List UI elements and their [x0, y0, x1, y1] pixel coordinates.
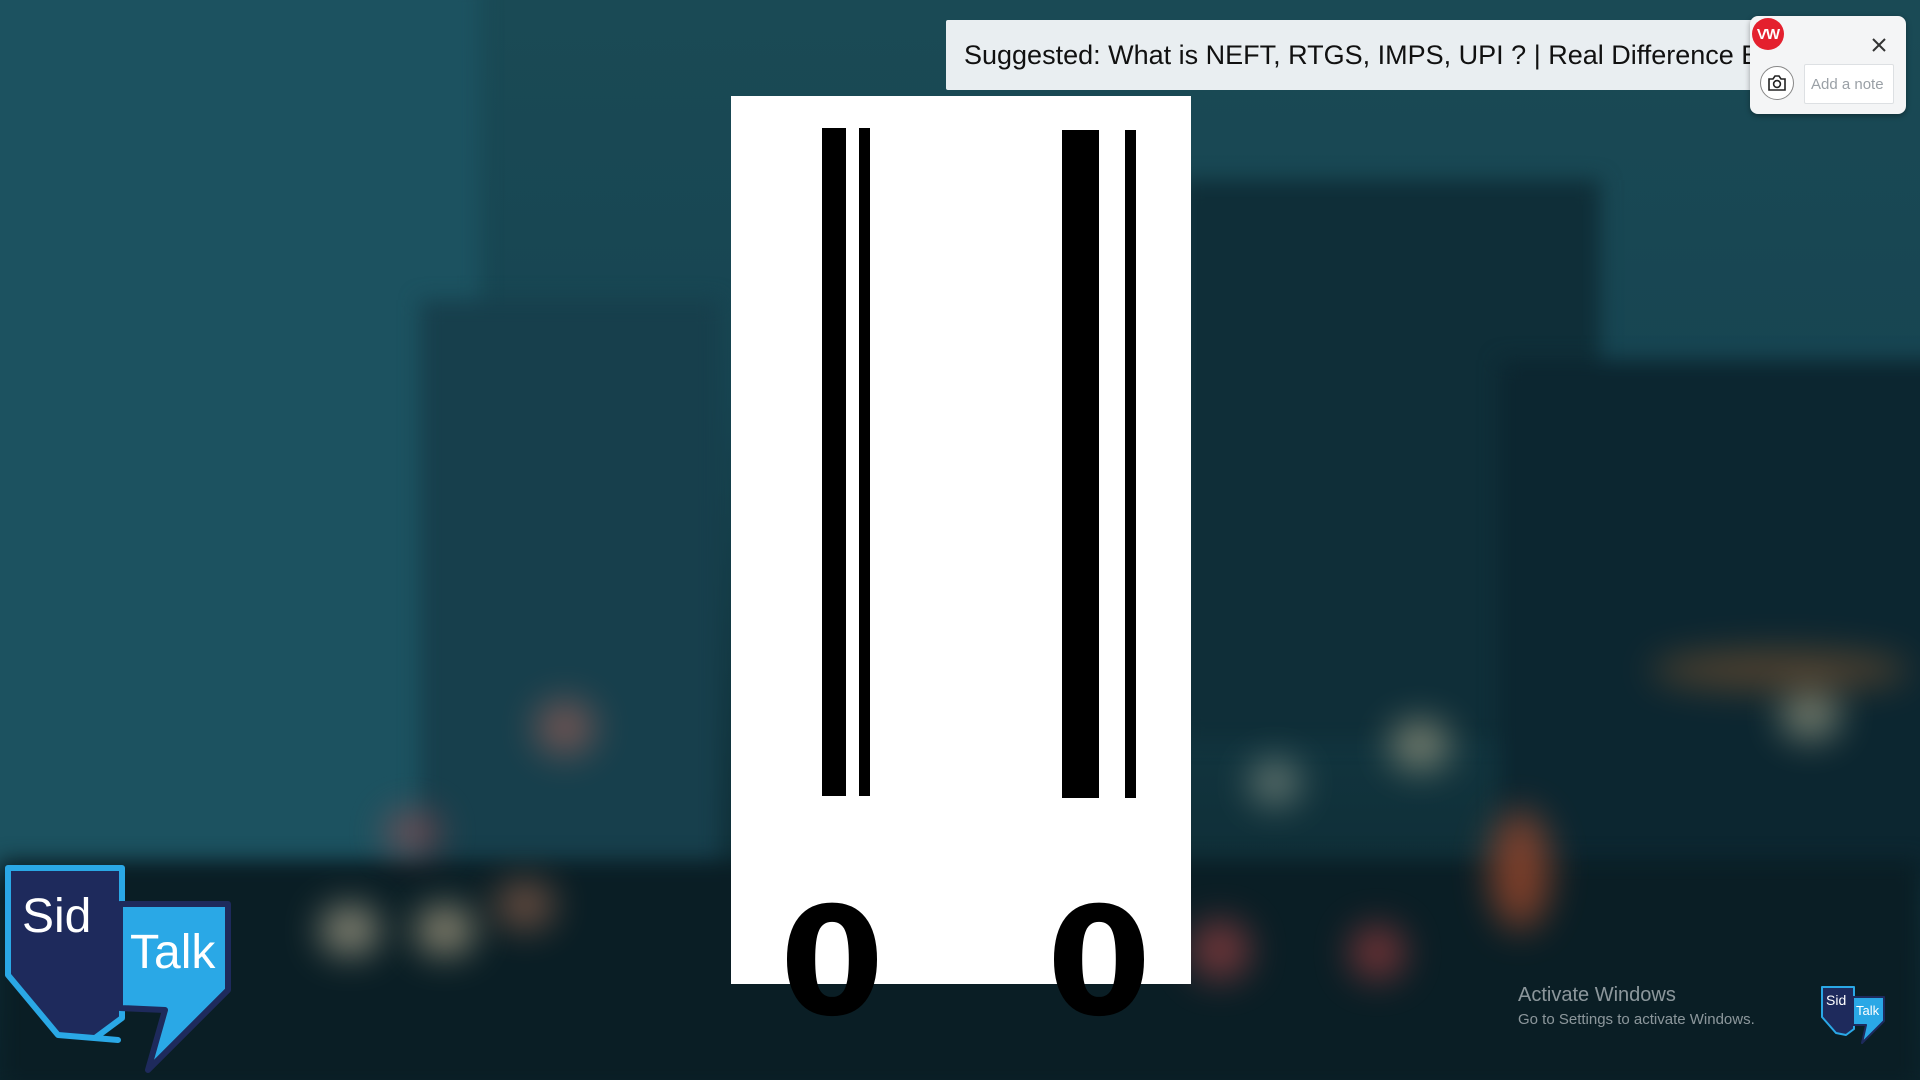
- barcode-digit-right: 0: [1046, 876, 1152, 1050]
- logo-small-word-talk: Talk: [1856, 1003, 1880, 1018]
- vw-logo: VW: [1752, 18, 1784, 50]
- screenshot-button[interactable]: [1760, 66, 1794, 100]
- suggested-video-banner[interactable]: Suggested: What is NEFT, RTGS, IMPS, UPI…: [946, 20, 1759, 90]
- camera-icon: [1768, 75, 1786, 91]
- watermark-subtitle: Go to Settings to activate Windows.: [1518, 1011, 1755, 1028]
- sidtalk-logo: Sid Talk: [5, 865, 231, 1073]
- barcode-bar-thin-left: [859, 128, 870, 796]
- add-note-widget: VW: [1750, 16, 1906, 114]
- note-input[interactable]: [1804, 64, 1894, 104]
- barcode-bar-thick-right: [1062, 130, 1099, 798]
- watermark-title: Activate Windows: [1518, 984, 1676, 1006]
- activate-windows-watermark: Activate Windows Go to Settings to activ…: [1518, 984, 1755, 1028]
- barcode-digit-left: 0: [779, 876, 885, 1050]
- barcode-bar-thick-left: [822, 128, 846, 796]
- logo-word-sid: Sid: [22, 890, 91, 943]
- suggested-video-title: Suggested: What is NEFT, RTGS, IMPS, UPI…: [964, 39, 1759, 70]
- barcode-card: 0 0: [731, 96, 1191, 1038]
- sidtalk-logo-small: Sid Talk: [1821, 986, 1885, 1044]
- barcode-bar-thin-right: [1125, 130, 1136, 798]
- close-icon[interactable]: [1868, 34, 1890, 56]
- logo-word-talk: Talk: [130, 926, 216, 979]
- logo-small-word-sid: Sid: [1826, 992, 1846, 1008]
